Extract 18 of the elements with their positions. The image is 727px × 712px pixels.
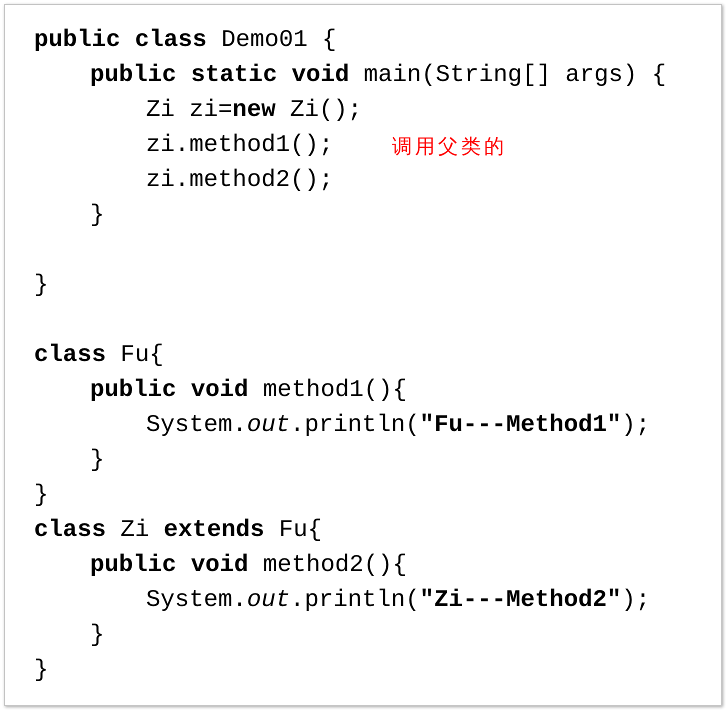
annotation-text: 调用父类的 (392, 133, 507, 160)
code-line: Zi zi=new Zi(); (146, 96, 362, 126)
code-line: public static void main(String[] args) { (90, 61, 666, 91)
code-line: public class Demo01 { (34, 26, 336, 56)
code-line: class Zi extends Fu{ (34, 516, 322, 546)
code-line: zi.method2(); (146, 166, 334, 196)
code-line: } (90, 621, 104, 651)
code-line: public void method1(){ (90, 376, 407, 406)
code-line: } (34, 481, 48, 511)
code-line: zi.method1(); (146, 131, 334, 161)
code-line: } (90, 446, 104, 476)
code-line: System.out.println("Zi---Method2"); (146, 586, 650, 616)
code-line: public void method2(){ (90, 551, 407, 581)
code-line: } (34, 656, 48, 686)
code-line: } (90, 201, 104, 231)
code-line: } (34, 271, 48, 301)
code-line: System.out.println("Fu---Method1"); (146, 411, 650, 441)
code-line: class Fu{ (34, 341, 164, 371)
